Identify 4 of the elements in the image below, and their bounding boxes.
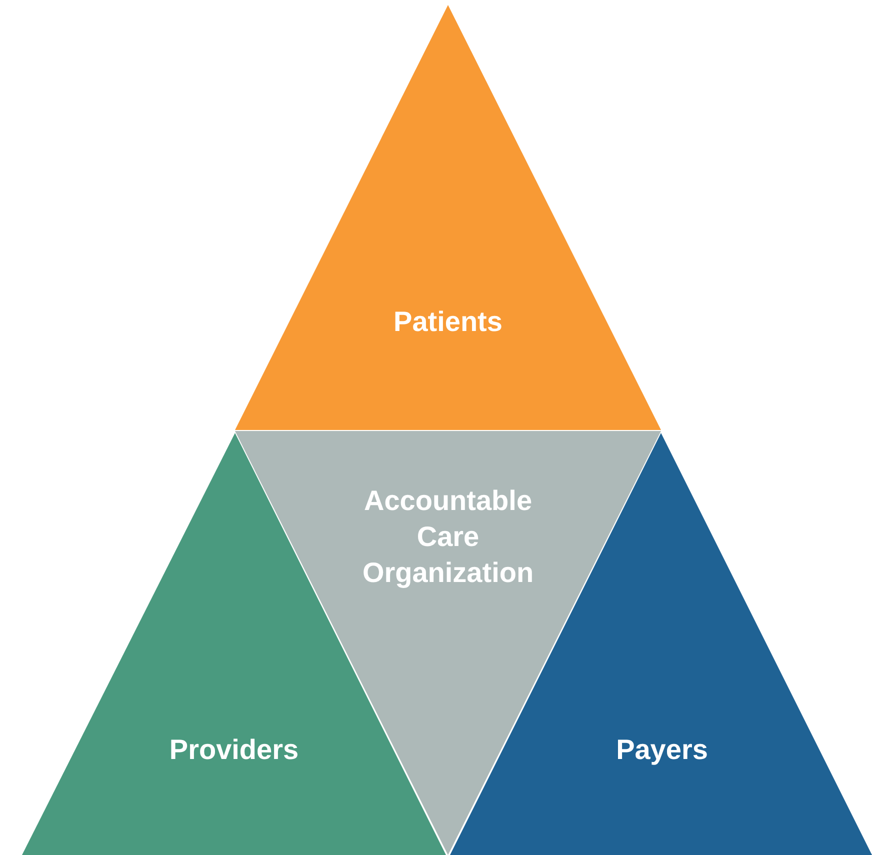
segment-label: Accountable Care Organization (361, 484, 535, 590)
segment-label: Providers (168, 733, 300, 767)
segment-label: Payers (615, 733, 709, 767)
segment-label: Patients (392, 305, 504, 339)
